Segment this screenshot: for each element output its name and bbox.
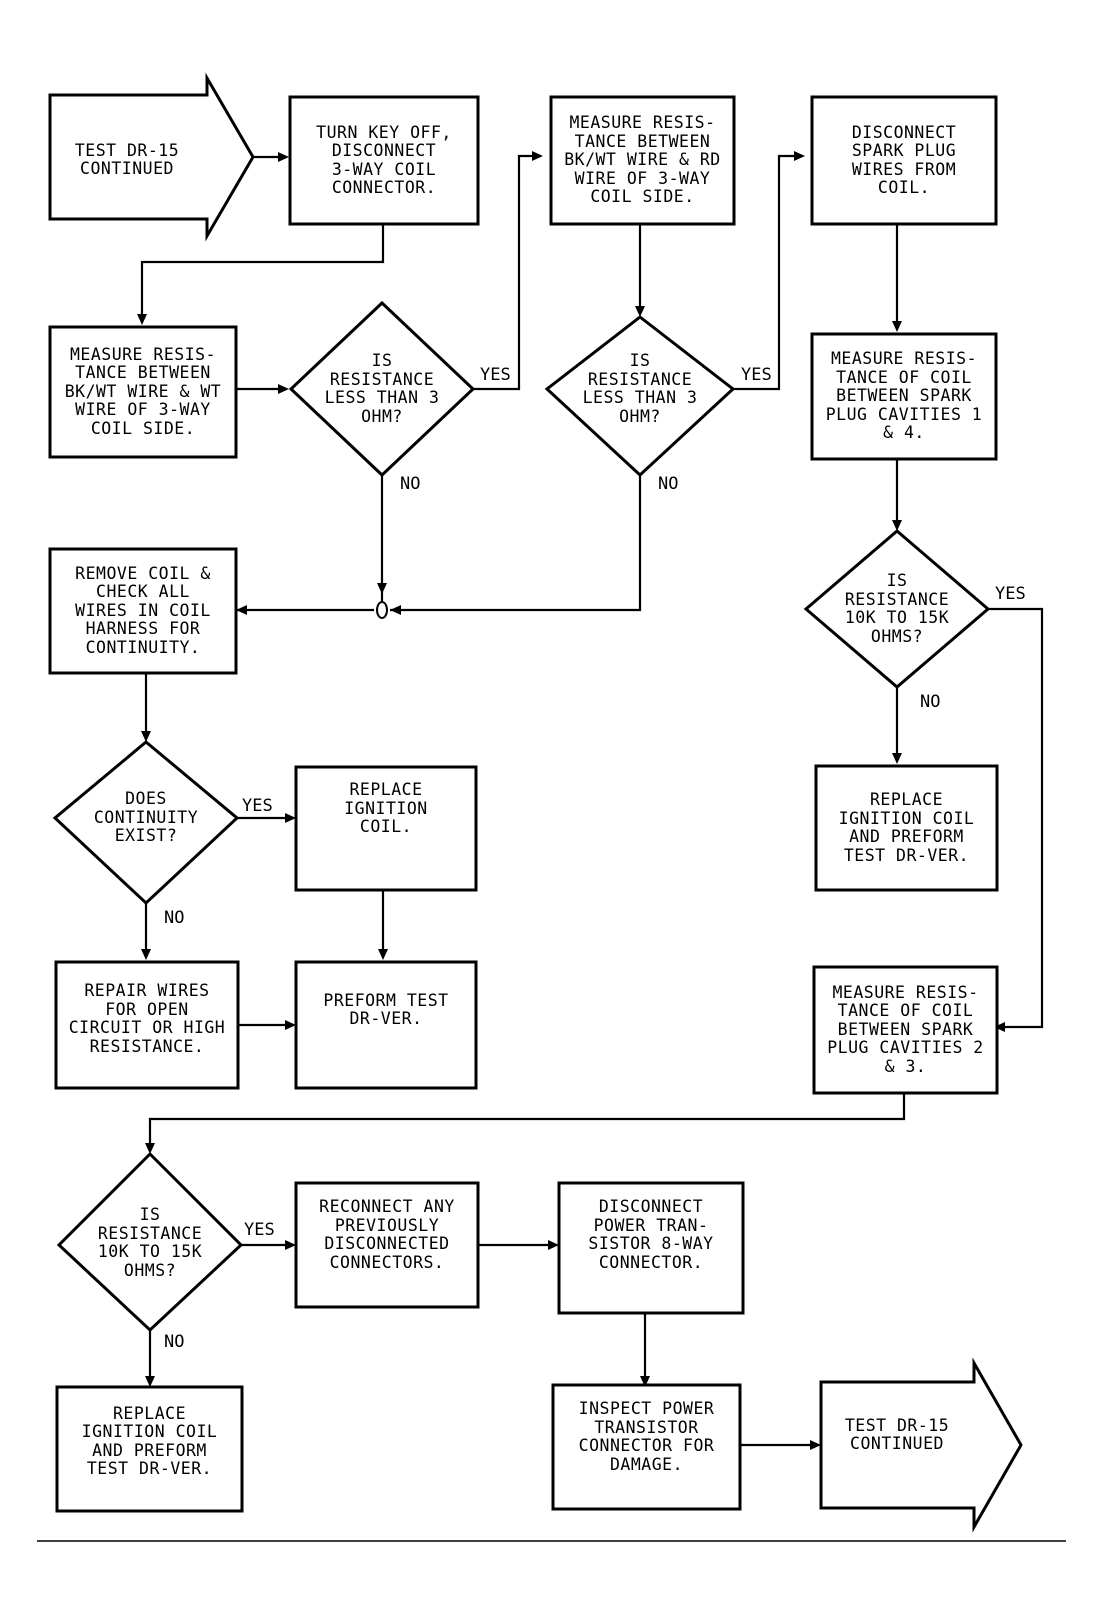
arrowhead-r2 — [285, 813, 296, 823]
d2-no-label: NO — [658, 474, 679, 494]
box-e3-shape — [551, 1383, 742, 1511]
arrowhead-a1 — [278, 152, 289, 162]
d3-yes-label: YES — [995, 584, 1026, 604]
end-arrow-shape — [819, 1357, 1023, 1533]
merge-junction — [376, 601, 388, 619]
arrowhead-r1 — [236, 605, 247, 615]
arrowhead-e3 — [640, 1376, 650, 1387]
box-r4-shape — [294, 960, 478, 1090]
box-c2-shape — [810, 332, 998, 461]
arrowhead-c1 — [794, 151, 805, 161]
start-label: TEST DR-15 CONTINUED — [74, 140, 180, 178]
decision-less-than-3-ohm-1: IS RESISTANCE LESS THAN 3 OHM? — [324, 351, 440, 426]
diamond-d3-shape — [803, 529, 991, 689]
d2-yes-label: YES — [741, 365, 772, 385]
d4-yes-label: YES — [242, 796, 273, 816]
step-repair-wires: REPAIR WIRES FOR OPEN CIRCUIT OR HIGH RE… — [68, 981, 226, 1056]
diamond-d2-shape — [544, 315, 736, 478]
arrowhead-c3 — [892, 753, 902, 764]
arrowhead-b1 — [532, 151, 543, 161]
step-replace-ignition-coil: REPLACE IGNITION COIL. — [344, 780, 428, 837]
connector-d2-yes-c1 — [733, 154, 798, 391]
step-disconnect-power-transistor: DISCONNECT POWER TRAN- SISTOR 8-WAY CONN… — [588, 1197, 714, 1272]
arrowhead-d1 — [278, 384, 289, 394]
step-measure-cavities-1-4: MEASURE RESIS- TANCE OF COIL BETWEEN SPA… — [825, 349, 983, 443]
step-remove-coil-check-wires: REMOVE COIL & CHECK ALL WIRES IN COIL HA… — [75, 563, 211, 657]
arrowhead-c4 — [994, 1022, 1005, 1032]
step-reconnect-connectors: RECONNECT ANY PREVIOUSLY DISCONNECTED CO… — [319, 1197, 455, 1272]
arrowhead-e1 — [285, 1240, 296, 1250]
step-disconnect-spark-plug-wires: DISCONNECT SPARK PLUG WIRES FROM COIL. — [851, 122, 957, 197]
d5-yes-label: YES — [244, 1220, 275, 1240]
decision-10k-15k-2: IS RESISTANCE 10K TO 15K OHMS? — [97, 1205, 203, 1280]
box-f1-shape — [55, 1385, 244, 1513]
step-measure-bkwt-wt: MEASURE RESIS- TANCE BETWEEN BK/WT WIRE … — [64, 344, 222, 438]
step-replace-coil-2: REPLACE IGNITION COIL AND PREFORM TEST D… — [81, 1403, 218, 1478]
arrowhead-d4 — [141, 731, 151, 742]
arrowhead-d3 — [892, 520, 902, 531]
box-a2-shape — [48, 325, 238, 459]
d3-no-label: NO — [920, 692, 941, 712]
arrowhead-end — [810, 1440, 821, 1450]
arrowhead-r4-top — [378, 949, 388, 960]
box-e1-shape — [294, 1181, 480, 1309]
connector-c4-d5 — [148, 1092, 906, 1147]
arrowhead-r3 — [141, 949, 151, 960]
box-c4-shape — [812, 965, 999, 1095]
connector-a1-a2 — [140, 223, 385, 318]
box-r2-shape — [294, 765, 478, 892]
arrowhead-a2 — [137, 314, 147, 325]
box-c1-shape — [810, 95, 998, 226]
box-r1-shape — [48, 547, 238, 675]
arrowheads — [137, 151, 1005, 1450]
connector-d3-yes-c4 — [988, 607, 1044, 1029]
end-label: TEST DR-15 CONTINUED — [844, 1415, 950, 1453]
step-measure-bkwt-rd: MEASURE RESIS- TANCE BETWEEN BK/WT WIRE … — [564, 113, 721, 207]
box-a1-shape — [288, 95, 480, 226]
connector-d1-yes-b1 — [473, 154, 536, 391]
d5-no-label: NO — [164, 1332, 185, 1352]
decision-less-than-3-ohm-2: IS RESISTANCE LESS THAN 3 OHM? — [582, 351, 698, 426]
diamond-d5-shape — [56, 1151, 244, 1333]
box-b1-shape — [549, 95, 736, 226]
step-replace-coil-1: REPLACE IGNITION COIL AND PREFORM TEST D… — [838, 790, 975, 865]
diamond-d1-shape — [288, 300, 476, 478]
d1-no-label: NO — [400, 474, 421, 494]
step-preform-test-1: PREFORM TEST DR-VER. — [323, 990, 449, 1028]
start-arrow-shape — [48, 72, 255, 242]
decision-10k-15k-1: IS RESISTANCE 10K TO 15K OHMS? — [844, 571, 950, 646]
decision-continuity-exist: DOES CONTINUITY EXIST? — [93, 789, 199, 846]
box-r3-shape — [54, 960, 240, 1090]
step-turn-key-off: TURN KEY OFF, DISCONNECT 3-WAY COIL CONN… — [316, 122, 452, 197]
connector-d2-no-junction — [390, 475, 642, 612]
box-c3-shape — [814, 764, 999, 892]
d1-yes-label: YES — [480, 365, 511, 385]
arrowhead-f1 — [145, 1376, 155, 1387]
step-measure-cavities-2-3: MEASURE RESIS- TANCE OF COIL BETWEEN SPA… — [827, 982, 984, 1076]
arrowhead-r4-left — [285, 1020, 296, 1030]
diamond-d4-shape — [52, 740, 240, 906]
arrowhead-c2 — [892, 321, 902, 332]
arrowhead-e2 — [548, 1240, 559, 1250]
arrowhead-d2 — [635, 306, 645, 317]
arrowhead-d1-no — [377, 583, 387, 594]
step-inspect-connector: INSPECT POWER TRANSISTOR CONNECTOR FOR D… — [578, 1399, 715, 1474]
arrowhead-d5 — [145, 1143, 155, 1154]
d4-no-label: NO — [164, 908, 185, 928]
connectors — [140, 154, 1044, 1447]
arrowhead-junction-right — [390, 605, 401, 615]
box-e2-shape — [557, 1181, 745, 1315]
